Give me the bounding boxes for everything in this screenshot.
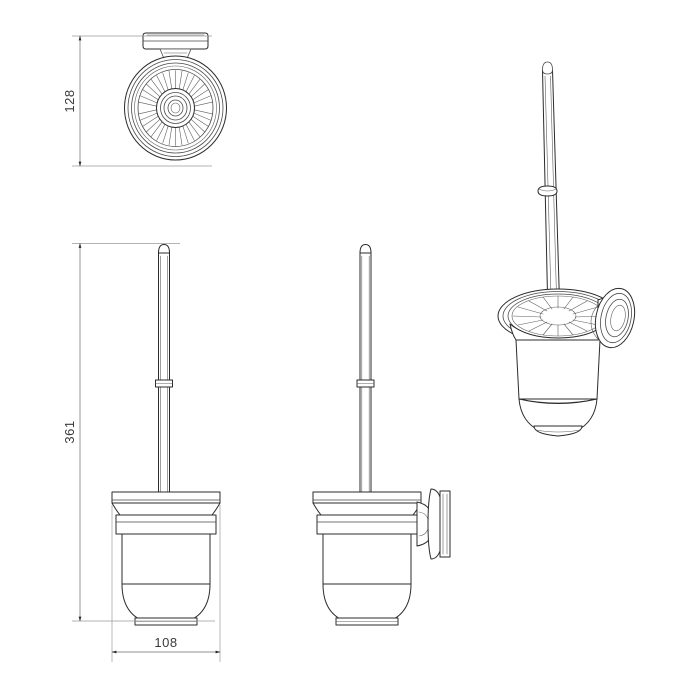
iso-view-wall-bracket bbox=[590, 287, 636, 349]
side-view-handle bbox=[356, 244, 375, 498]
dimension-128: 128 bbox=[62, 35, 212, 167]
top-view-handle-hub bbox=[156, 88, 195, 128]
dimension-108-label: 108 bbox=[154, 635, 177, 650]
top-view-group bbox=[124, 32, 227, 161]
side-view-wall-plate bbox=[427, 488, 451, 560]
top-view-bristle-spokes bbox=[137, 70, 214, 146]
dimension-128-label: 128 bbox=[62, 89, 77, 112]
iso-view-bowl-body bbox=[509, 323, 607, 437]
iso-view-group bbox=[497, 61, 636, 437]
dimension-108: 108 bbox=[111, 505, 221, 662]
dimension-361-label: 361 bbox=[62, 420, 77, 443]
top-view-wall-plate bbox=[142, 32, 209, 50]
iso-view-bristles bbox=[512, 295, 604, 337]
dimension-361: 361 bbox=[62, 243, 215, 622]
front-view-handle bbox=[155, 244, 173, 498]
front-view-group bbox=[111, 244, 221, 626]
side-view-group bbox=[312, 244, 451, 626]
front-view-tumbler bbox=[111, 491, 221, 626]
iso-view-handle bbox=[537, 61, 561, 319]
side-view-tumbler bbox=[312, 491, 422, 626]
